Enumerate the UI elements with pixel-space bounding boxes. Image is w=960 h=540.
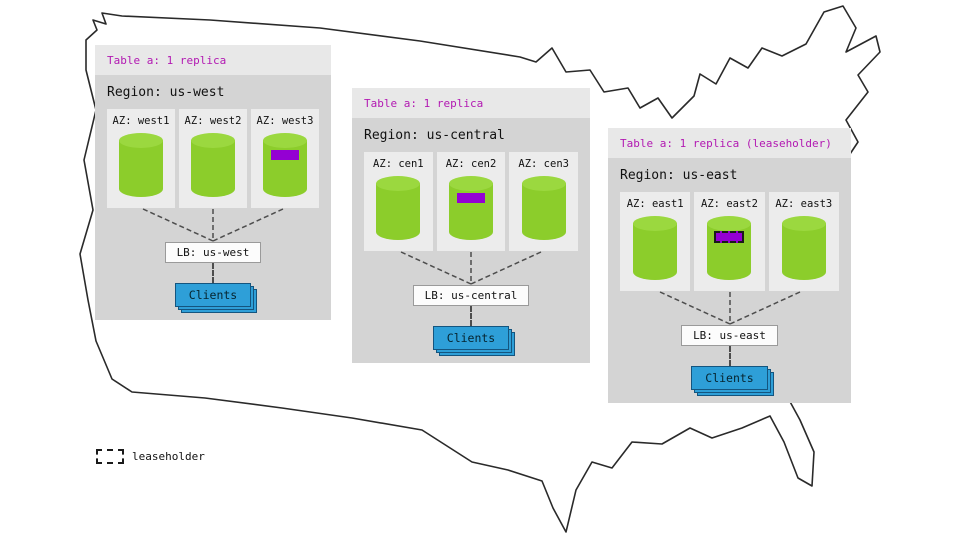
- clients-stack: Clients: [432, 326, 516, 356]
- az-row: AZ: east1 AZ: east2 AZ: east3: [620, 192, 839, 291]
- connector-lines: [659, 291, 800, 325]
- az-label: AZ: west2: [184, 115, 242, 127]
- az-row: AZ: cen1 AZ: cen2 AZ: cen3: [364, 152, 579, 251]
- clients-box: Clients: [174, 283, 252, 307]
- az-box-west3: AZ: west3: [251, 109, 319, 208]
- load-balancer-box: LB: us-east: [681, 325, 778, 346]
- region-title: Region: us-west: [107, 85, 225, 100]
- region-body: Region: us-east AZ: east1 AZ: east2 AZ: …: [608, 158, 851, 403]
- region-title: Region: us-east: [620, 168, 738, 183]
- table-replica-label: Table a: 1 replica (leaseholder): [608, 128, 851, 158]
- legend-label: leaseholder: [132, 450, 205, 463]
- database-cylinder: [449, 176, 493, 242]
- region-body: Region: us-central AZ: cen1 AZ: cen2 AZ:…: [352, 118, 590, 363]
- replica-range-band: [271, 150, 299, 160]
- load-balancer-box: LB: us-central: [412, 285, 530, 306]
- az-box-cen2: AZ: cen2: [436, 152, 506, 251]
- az-label: AZ: cen2: [445, 158, 497, 170]
- database-cylinder: [376, 176, 421, 242]
- database-cylinder: [707, 216, 752, 282]
- az-label: AZ: cen1: [373, 158, 424, 170]
- database-cylinder: [521, 176, 566, 242]
- replica-range-band: [457, 193, 485, 203]
- clients-box: Clients: [432, 326, 510, 350]
- lb-clients-connector: [728, 346, 731, 366]
- clients-stack: Clients: [691, 366, 775, 396]
- database-cylinder: [263, 133, 307, 199]
- region-panel-us-central: Table a: 1 replica Region: us-central AZ…: [352, 88, 590, 363]
- az-box-east2: AZ: east2: [694, 192, 765, 291]
- az-box-west1: AZ: west1: [107, 109, 175, 208]
- az-label: AZ: west3: [256, 115, 314, 127]
- az-box-cen1: AZ: cen1: [364, 152, 433, 251]
- connector-lines: [400, 251, 542, 285]
- load-balancer-box: LB: us-west: [164, 242, 262, 263]
- legend: leaseholder: [96, 449, 205, 464]
- az-label: AZ: west1: [112, 115, 170, 127]
- az-box-west2: AZ: west2: [179, 109, 247, 208]
- az-row: AZ: west1 AZ: west2 AZ: west3: [107, 109, 319, 208]
- lb-clients-connector: [470, 306, 472, 326]
- region-body: Region: us-west AZ: west1 AZ: west2 AZ: …: [95, 75, 331, 320]
- table-replica-label: Table a: 1 replica: [95, 45, 331, 75]
- az-box-east1: AZ: east1: [620, 192, 691, 291]
- region-panel-us-east: Table a: 1 replica (leaseholder) Region:…: [608, 128, 851, 403]
- region-panel-us-west: Table a: 1 replica Region: us-west AZ: w…: [95, 45, 331, 320]
- database-cylinder: [633, 216, 678, 282]
- clients-box: Clients: [691, 366, 768, 390]
- az-box-east3: AZ: east3: [768, 192, 839, 291]
- table-replica-label: Table a: 1 replica: [352, 88, 590, 118]
- database-cylinder: [781, 216, 826, 282]
- az-label: AZ: east3: [775, 198, 833, 210]
- az-box-cen3: AZ: cen3: [509, 152, 579, 251]
- az-label: AZ: east2: [701, 198, 758, 210]
- connector-lines: [142, 208, 284, 242]
- az-label: AZ: cen3: [518, 158, 569, 170]
- leaseholder-legend-icon: [96, 449, 124, 464]
- database-cylinder: [191, 133, 235, 199]
- leaseholder-range-band: [714, 231, 745, 243]
- az-label: AZ: east1: [626, 198, 684, 210]
- region-title: Region: us-central: [364, 128, 505, 143]
- clients-stack: Clients: [174, 283, 258, 313]
- database-cylinder: [119, 133, 163, 199]
- lb-clients-connector: [212, 263, 214, 283]
